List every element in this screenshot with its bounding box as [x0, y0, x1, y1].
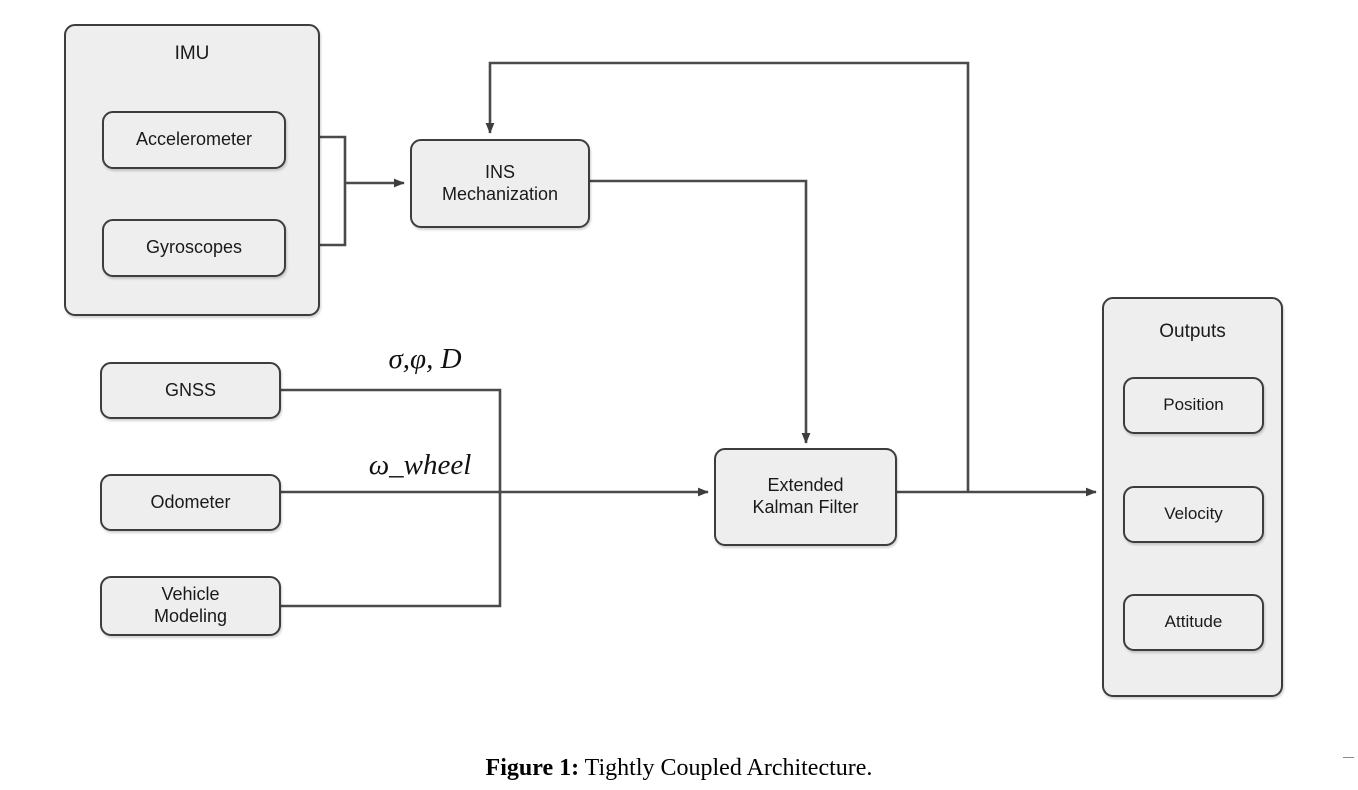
- node-ins-mechanization[interactable]: INS Mechanization: [410, 139, 590, 228]
- group-outputs[interactable]: Outputs Position Velocity Attitude: [1102, 297, 1283, 697]
- node-extended-kalman-filter[interactable]: Extended Kalman Filter: [714, 448, 897, 546]
- wire-ekf-feedback-to-ins: [485, 61, 970, 492]
- node-vehicle-modeling[interactable]: Vehicle Modeling: [100, 576, 281, 636]
- figure-caption: Figure 1: Tightly Coupled Architecture.: [0, 755, 1358, 782]
- node-gyroscopes[interactable]: Gyroscopes: [102, 219, 286, 277]
- group-outputs-title: Outputs: [1159, 321, 1226, 342]
- group-imu-title: IMU: [174, 43, 210, 64]
- node-gyroscopes-label: Gyroscopes: [145, 237, 243, 258]
- node-attitude[interactable]: Attitude: [1123, 594, 1264, 651]
- node-position-label: Position: [1163, 395, 1224, 415]
- node-gnss-label: GNSS: [164, 379, 216, 400]
- figure-caption-prefix: Figure 1:: [485, 755, 580, 781]
- node-extended-kalman-filter-label: Extended Kalman Filter: [752, 475, 859, 517]
- node-accelerometer[interactable]: Accelerometer: [102, 111, 286, 169]
- page-edge-tick: [1343, 757, 1354, 758]
- node-velocity-label: Velocity: [1164, 504, 1223, 524]
- node-ins-mechanization-label: INS Mechanization: [441, 161, 559, 204]
- node-gnss[interactable]: GNSS: [100, 362, 281, 419]
- wire-ins-to-ekf: [590, 179, 811, 444]
- wire-vehicle-to-bus: [281, 492, 502, 608]
- node-odometer[interactable]: Odometer: [100, 474, 281, 531]
- node-vehicle-modeling-label: Vehicle Modeling: [153, 584, 228, 626]
- edge-label-gnss-measurements: σ,φ, D: [388, 343, 462, 375]
- node-accelerometer-label: Accelerometer: [135, 129, 253, 150]
- node-attitude-label: Attitude: [1164, 612, 1223, 632]
- edge-label-wheel-speed: ω_wheel: [368, 449, 472, 481]
- node-odometer-label: Odometer: [150, 491, 231, 512]
- figure-caption-text: Tightly Coupled Architecture.: [584, 755, 873, 781]
- node-velocity[interactable]: Velocity: [1123, 486, 1264, 543]
- group-imu[interactable]: IMU Accelerometer Gyroscopes: [64, 24, 320, 316]
- node-position[interactable]: Position: [1123, 377, 1264, 434]
